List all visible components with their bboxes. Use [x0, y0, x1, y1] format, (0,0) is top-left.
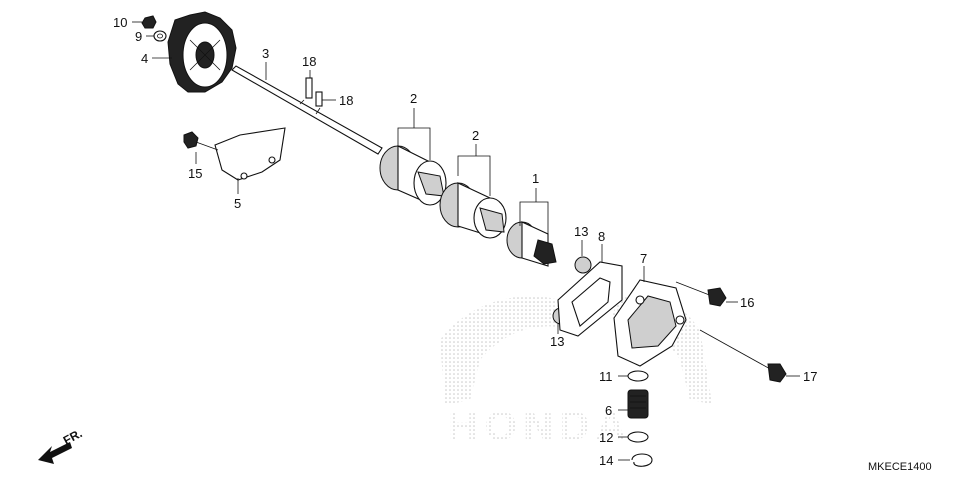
callout-1: 1: [532, 171, 539, 186]
o-ring-part-12: [627, 431, 649, 443]
pump-body-part-7: [613, 279, 687, 367]
gear-part-4: [167, 11, 237, 93]
callout-labels: 10 9 4 3 18 18 15 5 2 2 1 13 8 13 7 16 1…: [113, 15, 817, 468]
callout-13-lower: 13: [550, 334, 564, 349]
callout-15: 15: [188, 166, 202, 181]
front-direction-indicator: FR.: [38, 426, 84, 464]
washer-part-9: [153, 30, 167, 42]
pin-part-18-upper: [305, 77, 313, 99]
callout-18-lower: 18: [339, 93, 353, 108]
circlip-part-14: [631, 453, 653, 467]
callout-9: 9: [135, 29, 142, 44]
callout-6: 6: [605, 403, 612, 418]
leader-lines: [132, 21, 800, 461]
rotor-part-2-first: [379, 145, 447, 206]
callout-11: 11: [599, 369, 613, 384]
bolt-part-16: [675, 281, 727, 307]
callout-16: 16: [740, 295, 754, 310]
rotor-part-1: [506, 221, 557, 267]
callout-4: 4: [141, 51, 148, 66]
bolt-part-17: [699, 329, 787, 383]
callout-2-second: 2: [472, 128, 479, 143]
nut-part-10: [141, 15, 157, 29]
pin-part-18-lower: [315, 91, 323, 107]
callout-14: 14: [599, 453, 613, 468]
dowel-pin-part-13-upper: [574, 256, 592, 274]
gasket-part-8: [557, 261, 623, 337]
relief-valve-part-6: [627, 389, 649, 419]
plate-part-5: [214, 127, 286, 181]
watermark-text: HONDA: [448, 402, 632, 449]
callout-2-first: 2: [410, 91, 417, 106]
callout-10: 10: [113, 15, 127, 30]
callout-17: 17: [803, 369, 817, 384]
front-arrow-icon: [38, 442, 72, 464]
rotor-part-2-second: [439, 182, 507, 239]
callout-8: 8: [598, 229, 605, 244]
callout-5: 5: [234, 196, 241, 211]
callout-13-upper: 13: [574, 224, 588, 239]
shaft-part-3: [231, 65, 383, 155]
callout-18-upper: 18: [302, 54, 316, 69]
o-ring-part-11: [627, 370, 649, 382]
callout-7: 7: [640, 251, 647, 266]
diagram-code: MKECE1400: [868, 461, 932, 473]
callout-3: 3: [262, 46, 269, 61]
callout-12: 12: [599, 430, 613, 445]
bolt-part-15: [183, 131, 219, 151]
direction-label: FR.: [61, 426, 85, 447]
